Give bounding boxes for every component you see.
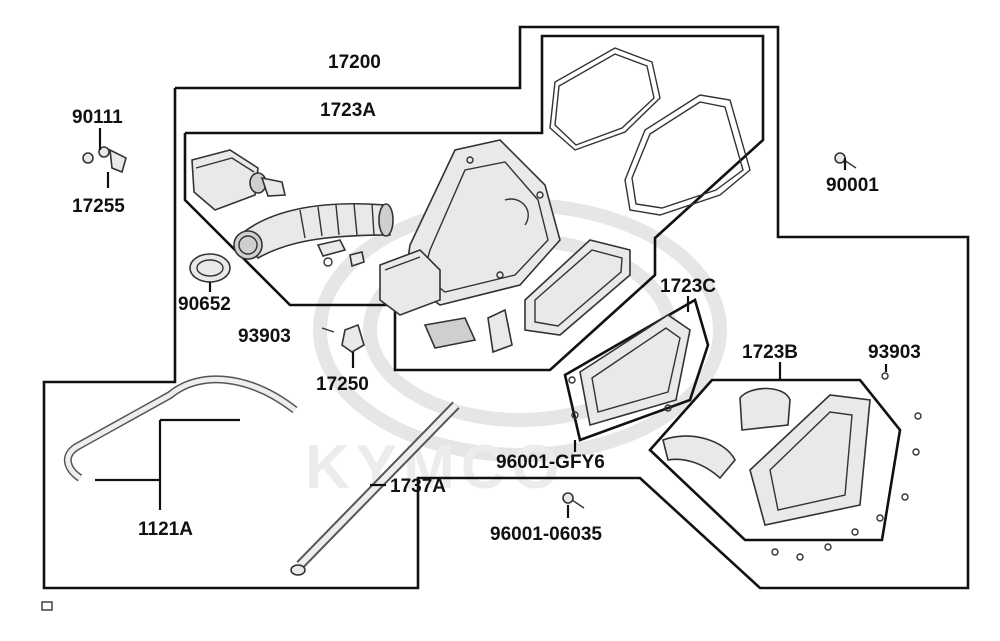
intake-box (191, 149, 286, 211)
label-93903-right: 93903 (868, 342, 921, 363)
bolt-90111 (82, 146, 127, 174)
intake-duct (233, 202, 394, 260)
label-96001-GFY6: 96001-GFY6 (496, 452, 605, 473)
label-17200: 17200 (328, 52, 381, 73)
label-93903-left: 93903 (238, 326, 291, 347)
label-90001: 90001 (826, 175, 879, 196)
label-1723A: 1723A (320, 100, 376, 121)
label-1723C: 1723C (660, 276, 716, 297)
assembly-boundary-1723A (183, 34, 765, 372)
label-17255: 17255 (72, 196, 125, 217)
label-1723B: 1723B (742, 342, 798, 363)
label-90111: 90111 (72, 107, 123, 128)
air-box-cover-1723B (662, 387, 871, 526)
label-1121A: 1121A (138, 519, 193, 540)
label-96001-06035: 96001-06035 (490, 524, 602, 545)
air-box-front-cover (379, 249, 441, 316)
hose-clamp-90652 (189, 253, 231, 283)
corner-mark (41, 601, 53, 611)
screws-93903 (771, 372, 922, 561)
label-90652: 90652 (178, 294, 231, 315)
foam-element (423, 308, 513, 354)
leader-lines (95, 128, 888, 518)
assembly-boundary-1723B (648, 378, 902, 542)
part-labels: 17200 1723A 90111 17255 90001 90652 9390… (72, 52, 921, 545)
assembly-boundary-1723C (563, 298, 710, 442)
filter-frame (524, 239, 631, 336)
filter-cover-1723C (568, 314, 691, 427)
watermark-brand: KYMCO (305, 433, 566, 502)
assembly-boundary-17200 (42, 25, 970, 590)
screw-96001-06035 (562, 492, 585, 509)
clip-17250 (321, 323, 365, 353)
breather-hose-1121A (64, 375, 298, 482)
gasket-inner (624, 94, 751, 216)
gasket-outer (549, 47, 661, 151)
label-17250: 17250 (316, 374, 369, 395)
label-1737A: 1737A (390, 476, 446, 497)
small-fittings (316, 239, 365, 268)
